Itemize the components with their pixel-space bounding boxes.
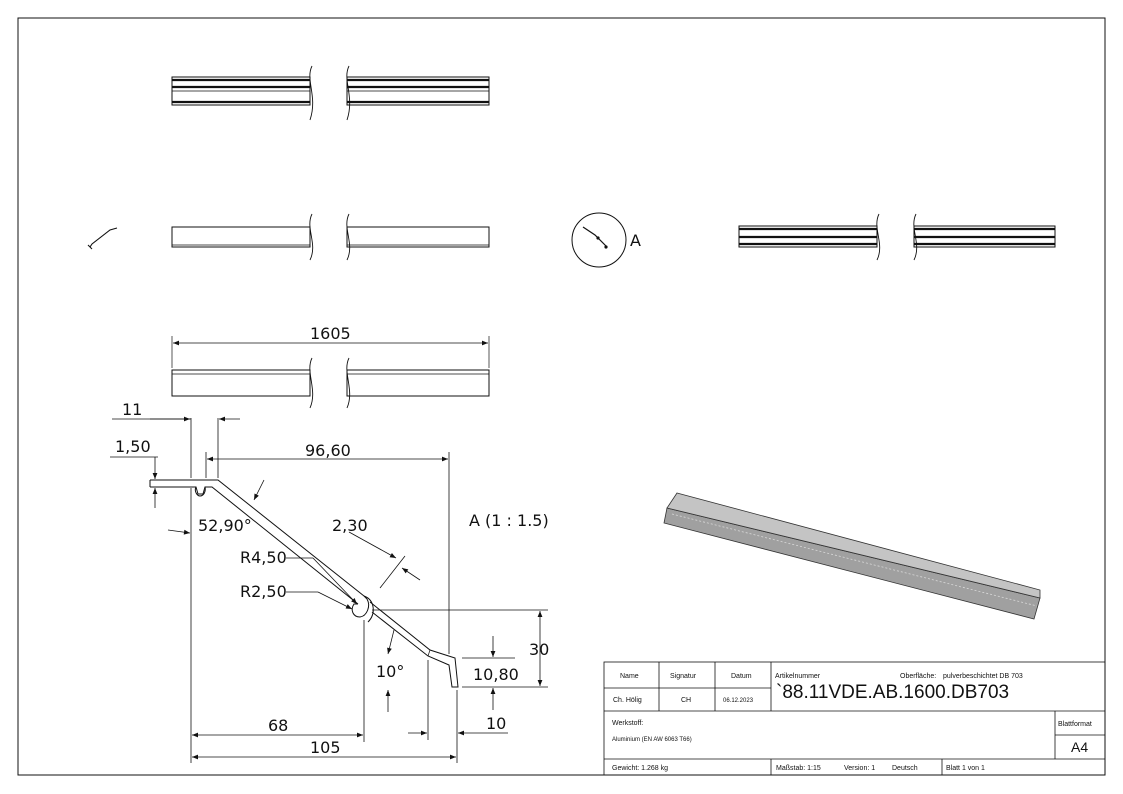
detail-a-profile — [149, 479, 459, 688]
dim-angle: 52,90° — [198, 516, 252, 535]
dim-10: 10 — [486, 714, 506, 733]
left-view-profile — [87, 227, 118, 250]
detail-circle-a: A — [571, 212, 641, 268]
tb-blatt: Blatt 1 von 1 — [946, 765, 985, 772]
dim-68: 68 — [268, 716, 288, 735]
tb-blattformat-label: Blattformat — [1058, 721, 1092, 728]
dim-2-30: 2,30 — [332, 516, 368, 535]
dim-length: 1605 — [310, 324, 351, 343]
bottom-view — [171, 336, 490, 409]
tb-signatur-header: Signatur — [670, 673, 697, 680]
front-view — [171, 213, 490, 261]
tb-sprache: Deutsch — [892, 765, 918, 772]
isometric-view — [663, 492, 1041, 620]
tb-version: Version: 1 — [844, 765, 875, 772]
tb-artikel-label: Artikelnummer — [775, 673, 821, 680]
tb-name-header: Name — [620, 673, 639, 680]
dim-11: 11 — [122, 400, 142, 419]
dim-r4-50: R4,50 — [240, 548, 287, 567]
detail-scale-label: A (1 : 1.5) — [469, 511, 549, 530]
tb-oberflaeche-value: pulverbeschichtet DB 703 — [943, 673, 1023, 680]
tb-gewicht: Gewicht: 1.268 kg — [612, 765, 668, 772]
sheet-border — [17, 17, 1106, 776]
detail-marker-label: A — [630, 231, 641, 250]
detail-a-dimensions — [110, 416, 548, 763]
tb-datum-header: Datum — [731, 673, 752, 680]
dim-96-60: 96,60 — [305, 441, 351, 460]
tb-oberflaeche-label: Oberfläche: — [900, 673, 936, 680]
title-block — [603, 661, 1106, 776]
top-view — [171, 65, 490, 121]
tb-werkstoff-value: Aluminium (EN AW 6063 T66) — [612, 737, 692, 743]
dim-10-deg: 10° — [376, 662, 404, 681]
dim-r2-50: R2,50 — [240, 582, 287, 601]
tb-blattformat-value: A4 — [1071, 739, 1088, 755]
dim-1-50: 1,50 — [115, 437, 151, 456]
dim-105: 105 — [310, 738, 341, 757]
tb-massstab: Maßstab: 1:15 — [776, 765, 821, 772]
right-view — [738, 213, 1056, 261]
tb-name-value: Ch. Hölig — [613, 697, 642, 704]
dim-30: 30 — [529, 640, 549, 659]
tb-artikelnummer: `88.11VDE.AB.1600.DB703 — [776, 682, 1009, 703]
tb-werkstoff-label: Werkstoff: — [612, 720, 643, 727]
tb-signatur-value: CH — [681, 697, 691, 704]
dim-10-80: 10,80 — [473, 665, 519, 684]
tb-datum-value: 06.12.2023 — [723, 698, 754, 704]
